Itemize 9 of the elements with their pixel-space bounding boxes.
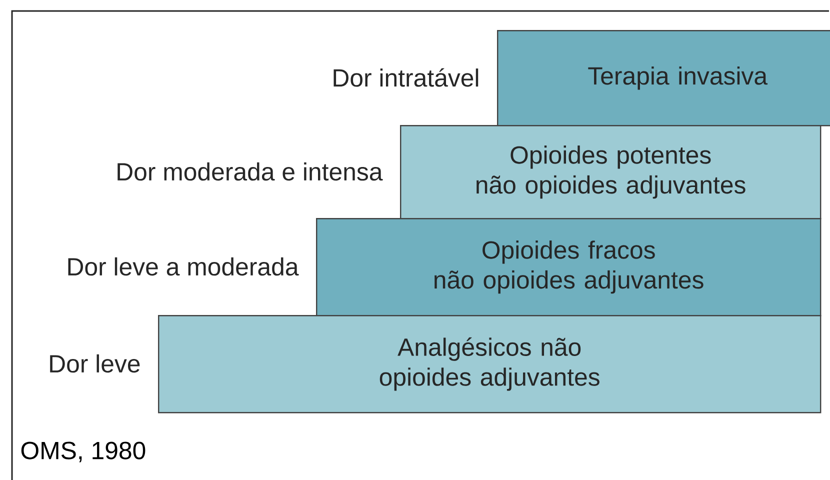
step-label: Dor leve [50, 354, 140, 373]
step-label: Dor leve a moderada [68, 257, 299, 276]
step-label: Dor intratável [334, 68, 478, 87]
source-note: OMS, 1980 [21, 442, 146, 462]
step-label: Dor moderada e intensa [118, 162, 383, 181]
step-box: Analgésicos não opioides adjuvantes [158, 315, 822, 414]
step-box: Terapia invasiva [497, 30, 830, 126]
step-box: Opioides potentes não opioides adjuvantes [400, 125, 822, 220]
step-box: Opioides fracos não opioides adjuvantes [316, 218, 822, 316]
